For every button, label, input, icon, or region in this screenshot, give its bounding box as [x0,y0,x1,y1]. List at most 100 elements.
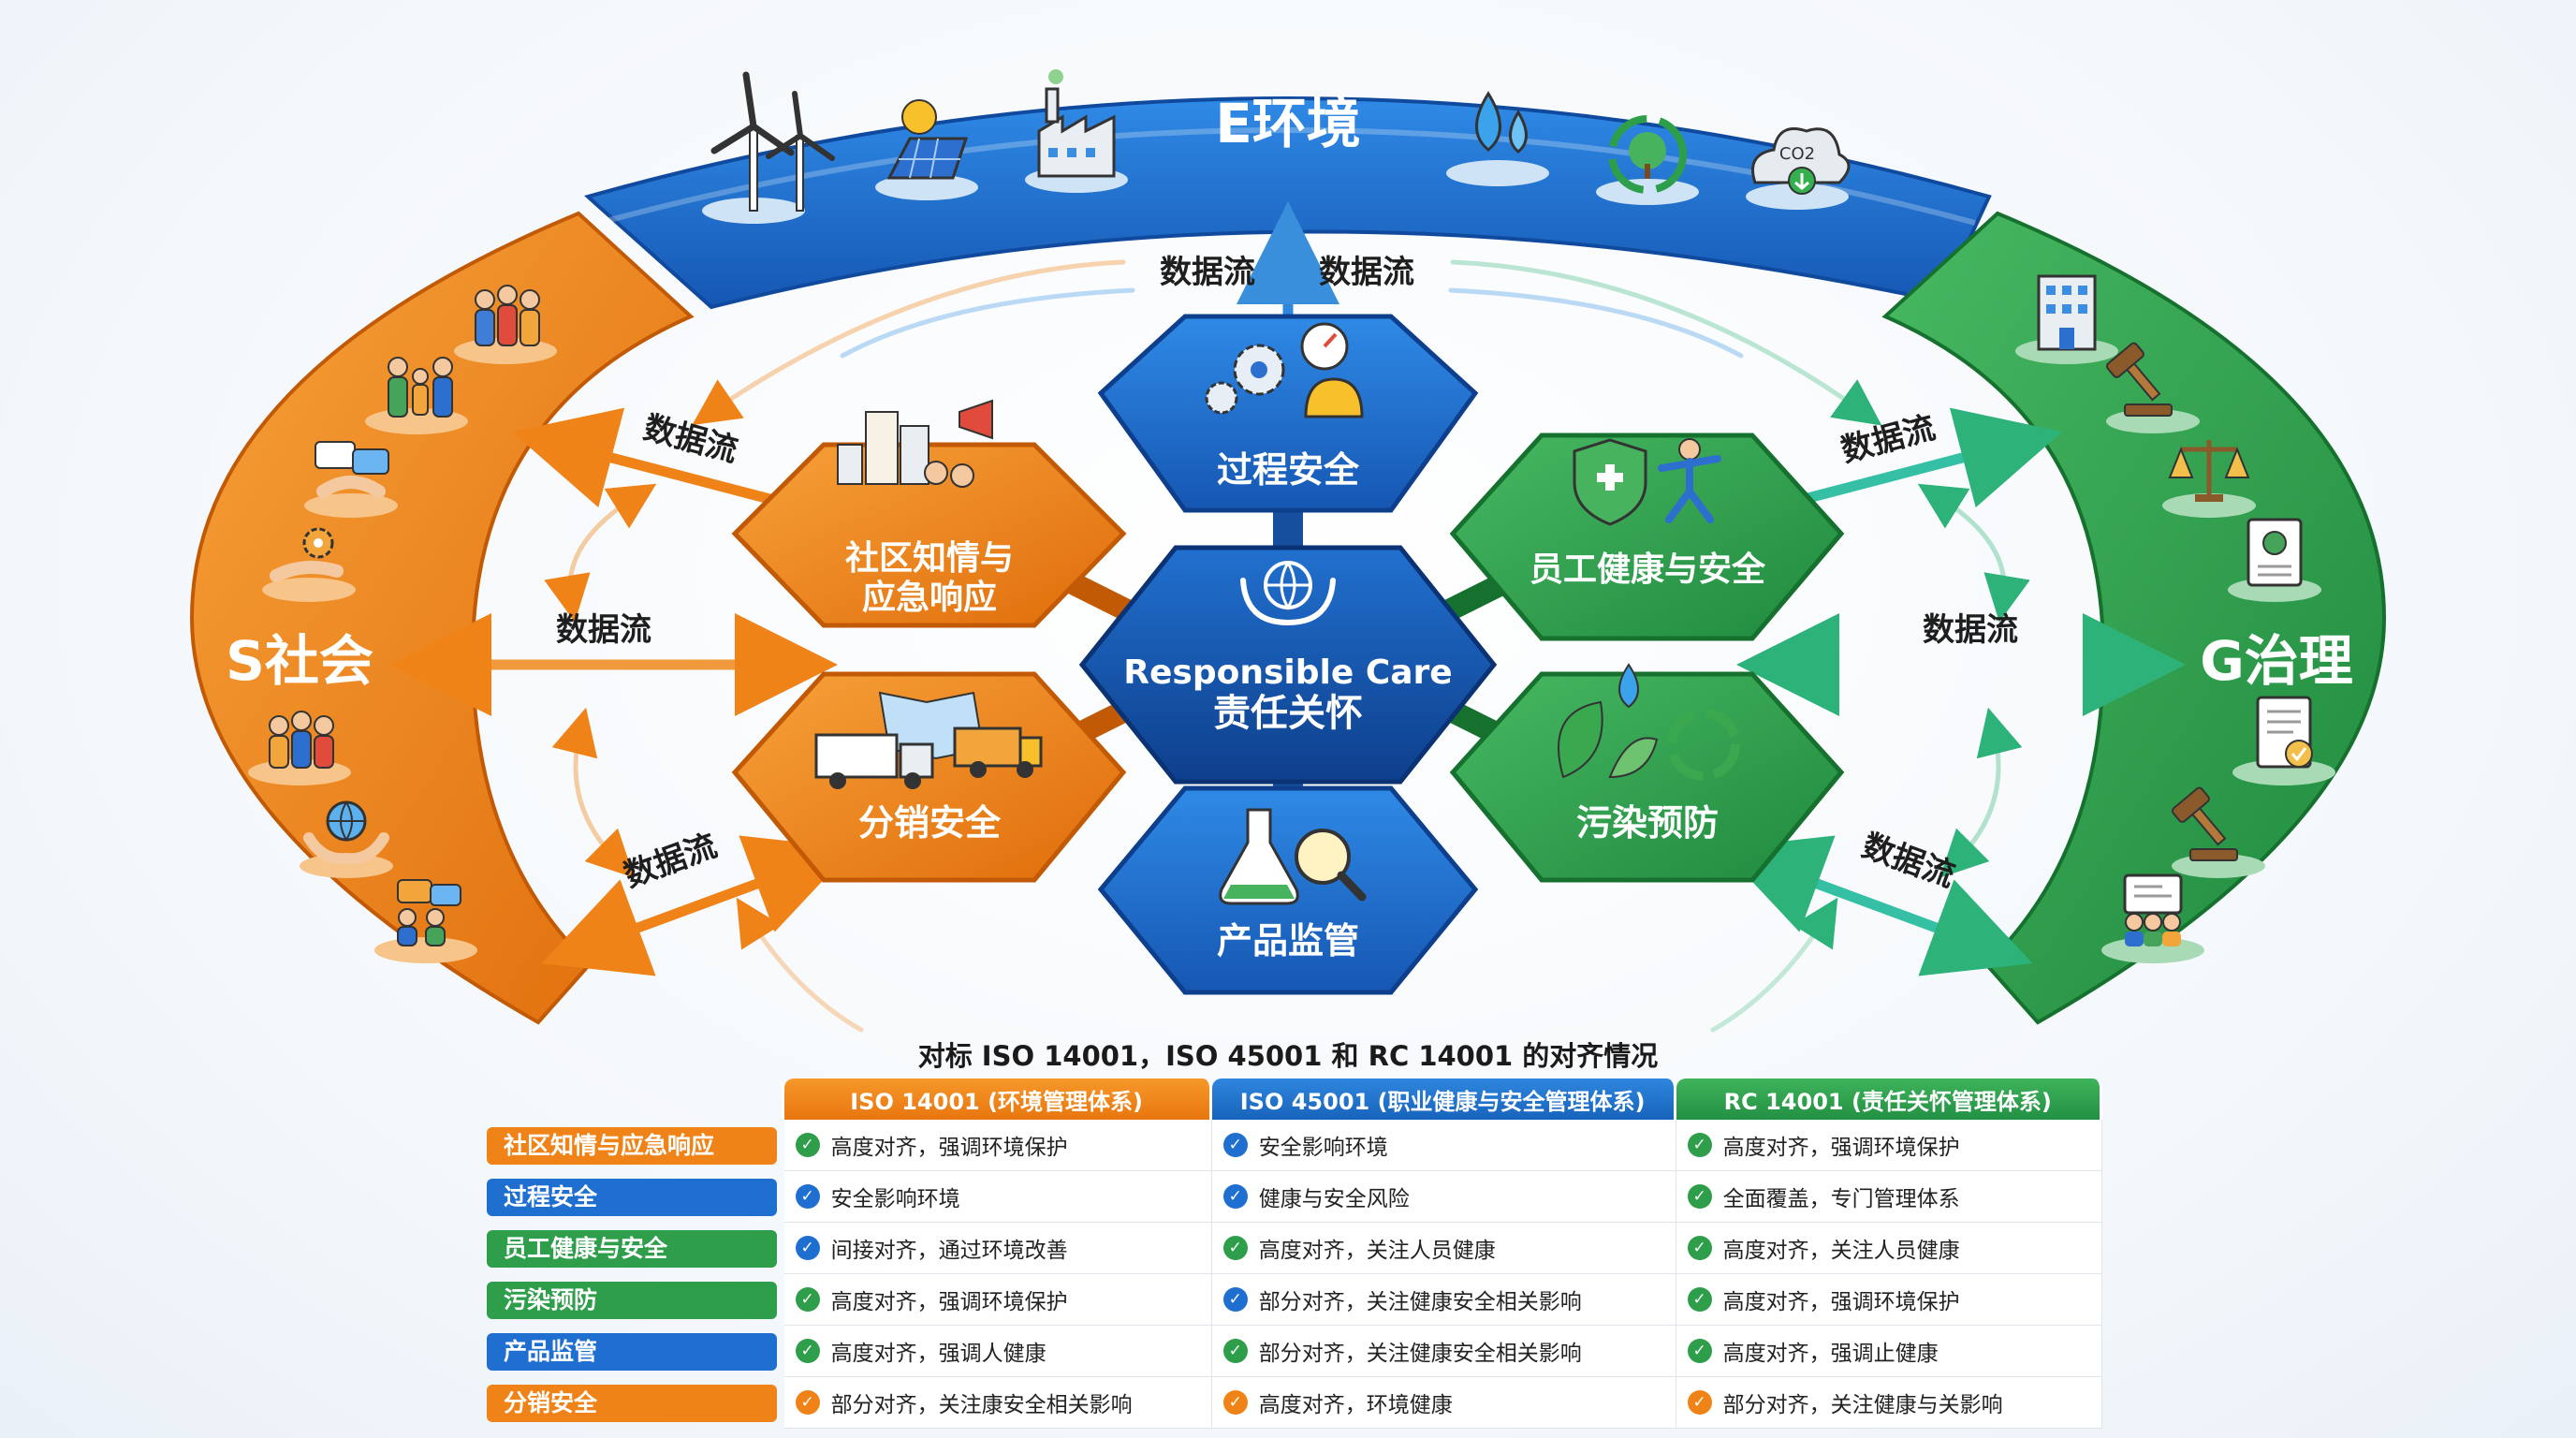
alignment-cell: ✓ 高度对齐，强调环境保护 [783,1120,1212,1171]
meeting-chat-icon [374,879,477,963]
alignment-cell: ✓高度对齐，强调环境保护 [1676,1120,2102,1171]
alignment-cell-text: 部分对齐，关注健康与关影响 [1722,1393,2003,1417]
row-label-cell: 过程安全 [487,1171,784,1223]
row-label: 产品监管 [487,1332,777,1371]
check-icon: ✓ [1687,1390,1712,1415]
hex-process-safety-label: 过程安全 [1217,449,1360,491]
alignment-table-corner [487,1078,784,1120]
row-label-cell: 社区知情与应急响应 [487,1120,784,1171]
alignment-cell-text: 高度对齐，强调止健康 [1722,1342,1939,1366]
data-flow-arrows [388,201,2186,976]
check-icon: ✓ [1687,1133,1712,1157]
gavel-icon [2105,342,2200,433]
board-meeting-icon [2101,873,2204,963]
table-row: 产品监管 ✓ 高度对齐，强调人健康 ✓ 部分对齐，关注健康安全相关影响 ✓高度对齐，强调止… [487,1326,2102,1377]
hex-pollution-label: 污染预防 [1576,802,1719,844]
check-icon: ✓ [1687,1184,1712,1209]
hex-distribution[interactable]: 分销安全 [731,671,1127,883]
gavel-icon-2 [2171,786,2265,878]
solar-panel-icon [875,99,978,200]
globe-hands-icon [300,800,393,878]
table-row: 过程安全✓安全影响环境✓健康与安全风险✓全面覆盖，专门管理体系 [487,1171,2102,1223]
recycle-tree-icon [1596,115,1699,205]
alignment-cell-text: 全面覆盖，专门管理体系 [1722,1187,1960,1211]
hex-distribution-label: 分销安全 [858,802,1002,844]
factory-icon [1025,69,1128,193]
row-label-cell: 分销安全 [487,1377,784,1429]
people-group-icon [454,285,557,364]
row-label: 过程安全 [487,1178,777,1216]
hex-process-safety[interactable]: 过程安全 [1097,314,1479,513]
hex-center-responsible-care[interactable]: Responsible Care 责任关怀 [1078,545,1498,785]
flow-label-top-left: 数据流 [1160,254,1255,291]
alignment-cell: ✓ 安全影响环境 [783,1171,1212,1223]
wind-turbine-icon [702,71,835,224]
hex-pollution[interactable]: 污染预防 [1449,663,1845,883]
leaves-water-recycle-icon [1558,663,1740,781]
flow-label-left-middle: 数据流 [556,611,651,649]
center-title-en: Responsible Care [1123,653,1452,692]
alignment-cell: ✓高度对齐，强调止健康 [1676,1326,2102,1377]
table-row: 分销安全 ✓ 部分对齐，关注康安全相关影响 ✓ 高度对齐，环境健康 ✓ 部分对齐，关注健康与… [487,1377,2102,1429]
check-icon: ✓ [1222,1390,1248,1415]
alignment-table-header-row: ISO 14001 (环境管理体系) ISO 45001 (职业健康与安全管理体… [487,1078,2102,1120]
water-drops-icon [1446,91,1549,186]
flask-magnifier-icon [1219,808,1367,905]
header-iso-45001: ISO 45001 (职业健康与安全管理体系) [1211,1078,1676,1120]
check-icon: ✓ [795,1133,820,1157]
row-label: 污染预防 [487,1281,777,1319]
alignment-cell-text: 安全影响环境 [830,1187,960,1211]
alignment-table-title: 对标 ISO 14001，ISO 45001 和 RC 14001 的对齐情况 [917,1040,1659,1072]
co2-text: CO2 [1779,144,1815,164]
row-label: 分销安全 [487,1384,777,1422]
table-row: 社区知情与应急响应✓高度对齐，强调环境保护✓安全影响环境✓高度对齐，强调环境保护 [487,1120,2102,1171]
co2-cloud-icon: CO2 [1746,127,1851,210]
city-megaphone-icon [837,399,993,488]
check-icon: ✓ [795,1287,820,1312]
gears-icon [1205,322,1364,418]
alignment-cell: ✓ 高度对齐，环境健康 [1211,1377,1676,1429]
alignment-table: ISO 14001 (环境管理体系) ISO 45001 (职业健康与安全管理体… [487,1078,2102,1429]
certificate-icon [2228,518,2321,602]
social-label: S社会 [226,629,373,693]
row-label: 员工健康与安全 [487,1229,777,1268]
family-icon [365,357,468,434]
check-icon: ✓ [1222,1133,1248,1157]
check-icon: ✓ [795,1390,820,1415]
health-shield-icon [1573,438,1647,526]
check-icon: ✓ [795,1184,820,1209]
row-label: 社区知情与应急响应 [487,1126,777,1165]
document-check-icon [2232,696,2335,785]
flow-label-left-lower: 数据流 [619,827,722,894]
alignment-cell-text: 部分对齐，关注健康安全相关影响 [1258,1342,1582,1366]
alignment-cell-text: 部分对齐，关注康安全相关影响 [830,1393,1133,1417]
alignment-cell-text: 安全影响环境 [1258,1136,1388,1160]
check-icon: ✓ [1222,1287,1248,1312]
alignment-cell: ✓ 部分对齐，关注健康与关影响 [1676,1377,2102,1429]
hex-product[interactable]: 产品监管 [1097,785,1479,995]
alignment-cell: ✓ 高度对齐，强调环境保护 [783,1274,1212,1326]
center-title-zh: 责任关怀 [1213,692,1363,735]
alignment-cell-text: 部分对齐，关注健康安全相关影响 [1258,1290,1582,1314]
alignment-cell: ✓ 安全影响环境 [1211,1120,1676,1171]
check-icon: ✓ [795,1339,820,1363]
flow-label-right-upper: 数据流 [1837,409,1939,470]
header-rc-14001: RC 14001 (责任关怀管理体系) [1676,1078,2102,1120]
globe-hands-icon-center [1240,561,1336,626]
alignment-cell: ✓高度对齐，关注人员健康 [1676,1223,2102,1274]
alignment-cell-text: 高度对齐，强调环境保护 [830,1290,1068,1314]
alignment-cell-text: 间接对齐，通过环境改善 [830,1239,1068,1263]
check-icon: ✓ [1222,1339,1248,1363]
alignment-cell: ✓ 高度对齐，强调人健康 [783,1326,1212,1377]
hex-community-label-2: 应急响应 [862,579,997,617]
hex-product-label: 产品监管 [1217,920,1359,961]
flow-label-right-middle: 数据流 [1923,611,2018,649]
alignment-cell-text: 高度对齐，环境健康 [1258,1393,1453,1417]
alignment-cell-text: 高度对齐，强调环境保护 [830,1136,1068,1160]
hex-community-label-1: 社区知情与 [845,539,1014,578]
alignment-cell-text: 高度对齐，强调人健康 [830,1342,1046,1366]
hex-community[interactable]: 社区知情与 应急响应 [731,399,1127,628]
gear-hand-icon [262,527,356,602]
hex-employee[interactable]: 员工健康与安全 [1449,433,1845,641]
hex-employee-label: 员工健康与安全 [1530,550,1766,589]
